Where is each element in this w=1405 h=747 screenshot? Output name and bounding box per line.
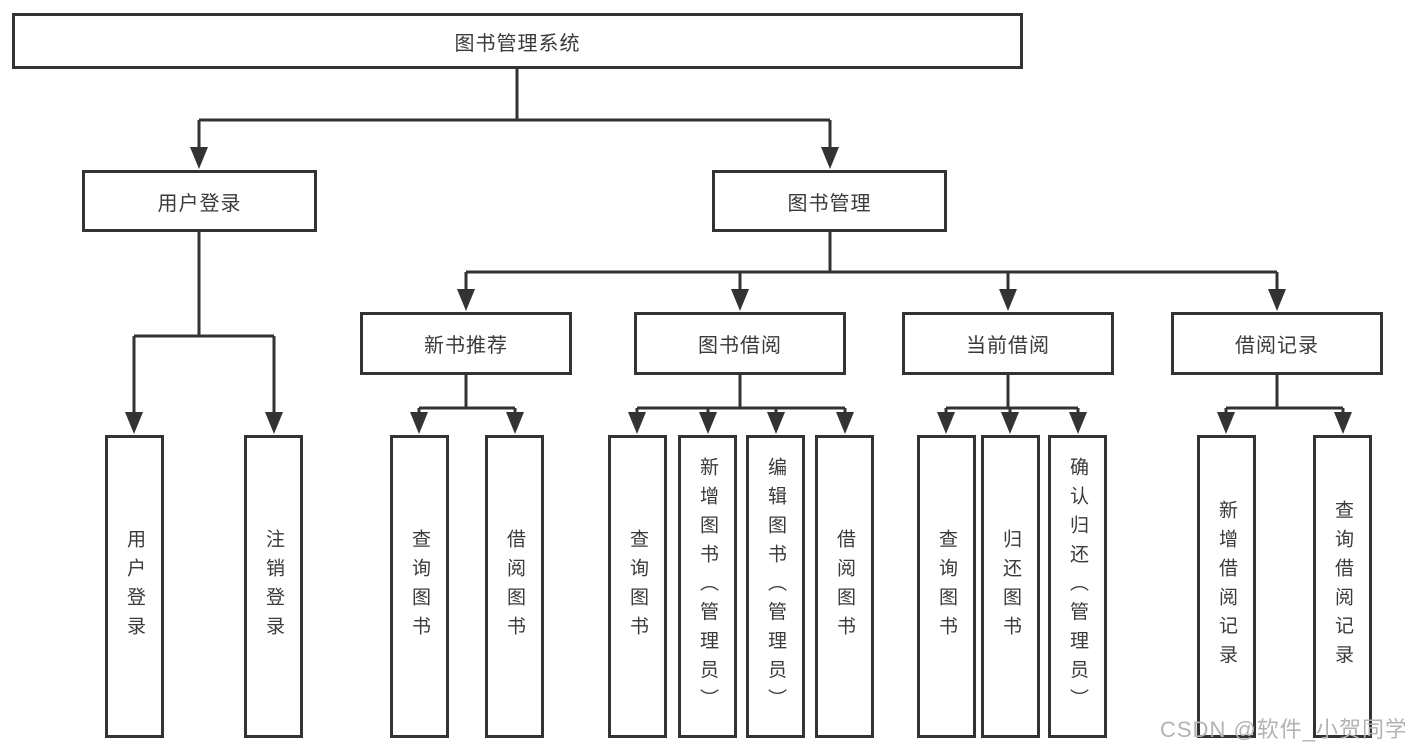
leaf-edit-book-admin: 编辑图书（管理员） xyxy=(746,435,805,738)
leaf-query-books-borrow: 查询图书 xyxy=(608,435,667,738)
node-borrow-records: 借阅记录 xyxy=(1171,312,1383,375)
leaf-user-login: 用户登录 xyxy=(105,435,164,738)
node-book-management: 图书管理 xyxy=(712,170,947,232)
node-label: 图书借阅 xyxy=(698,335,782,357)
node-label: 查询图书 xyxy=(936,528,957,645)
node-label: 图书管理 xyxy=(787,192,872,215)
node-label: 编辑图书（管理员） xyxy=(765,456,786,717)
node-label: 新书推荐 xyxy=(424,335,508,357)
branch-book-borrow xyxy=(635,375,847,414)
node-label: 归还图书 xyxy=(1000,528,1021,645)
leaf-borrow-books-recommend: 借阅图书 xyxy=(485,435,544,738)
node-current-borrow: 当前借阅 xyxy=(902,312,1114,375)
leaf-query-books-current: 查询图书 xyxy=(917,435,976,738)
node-label: 当前借阅 xyxy=(966,335,1050,357)
node-library-management-system: 图书管理系统 xyxy=(12,13,1023,69)
node-label: 新增图书（管理员） xyxy=(697,456,718,717)
branch-current-borrow xyxy=(944,375,1080,414)
node-label: 图书管理系统 xyxy=(454,32,581,55)
branch-root xyxy=(197,69,832,150)
node-label: 用户登录 xyxy=(124,528,145,645)
node-label: 查询借阅记录 xyxy=(1332,499,1353,674)
leaf-add-borrow-record: 新增借阅记录 xyxy=(1197,435,1256,738)
branch-new-book-recommend xyxy=(417,375,517,414)
node-label: 用户登录 xyxy=(157,192,242,215)
leaf-borrow-books: 借阅图书 xyxy=(815,435,874,738)
node-label: 注销登录 xyxy=(263,528,284,645)
branch-book-management xyxy=(464,232,1279,291)
node-label: 借阅图书 xyxy=(834,528,855,645)
leaf-query-borrow-record: 查询借阅记录 xyxy=(1313,435,1372,738)
node-label: 确认归还（管理员） xyxy=(1067,456,1088,717)
leaf-query-books-recommend: 查询图书 xyxy=(390,435,449,738)
branch-borrow-records xyxy=(1224,375,1345,414)
node-label: 查询图书 xyxy=(627,528,648,645)
node-label: 借阅图书 xyxy=(504,528,525,645)
branch-user-login xyxy=(132,232,276,414)
node-new-book-recommend: 新书推荐 xyxy=(360,312,572,375)
csdn-watermark: CSDN @软件_小贺同学 xyxy=(1160,717,1405,742)
node-user-login: 用户登录 xyxy=(82,170,317,232)
leaf-logout: 注销登录 xyxy=(244,435,303,738)
node-label: 新增借阅记录 xyxy=(1216,499,1237,674)
node-label: 借阅记录 xyxy=(1235,335,1319,357)
node-book-borrow: 图书借阅 xyxy=(634,312,846,375)
leaf-confirm-return-admin: 确认归还（管理员） xyxy=(1048,435,1107,738)
leaf-return-books: 归还图书 xyxy=(981,435,1040,738)
node-label: 查询图书 xyxy=(409,528,430,645)
leaf-add-book-admin: 新增图书（管理员） xyxy=(678,435,737,738)
